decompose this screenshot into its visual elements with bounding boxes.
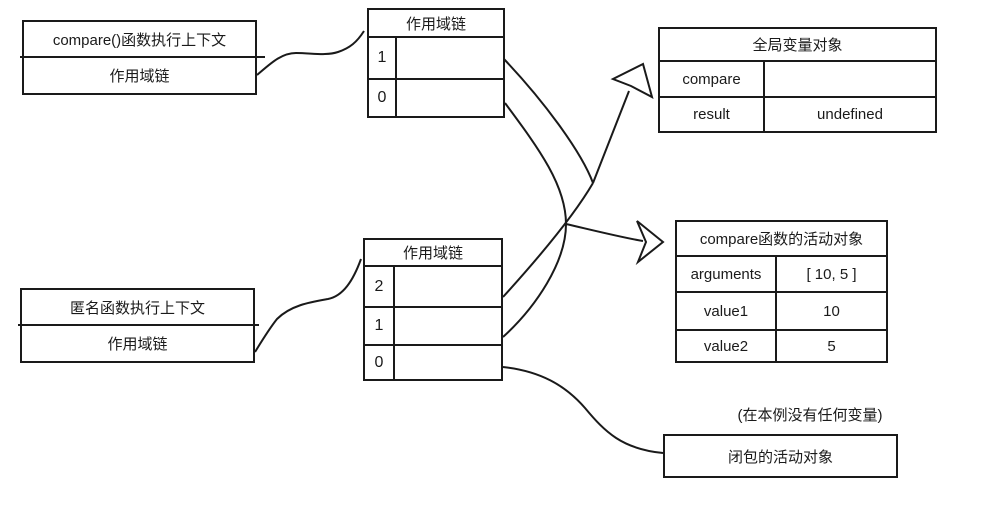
anonymous-context-title: 匿名函数执行上下文 xyxy=(69,300,205,318)
connector-compare-context-to-top-scope-chain xyxy=(256,30,365,76)
compare-activation-row-value1: value1 10 xyxy=(677,293,886,331)
top-scope-slot-0 xyxy=(397,80,503,116)
top-scope-index-1: 1 xyxy=(369,38,397,78)
top-scope-index-0: 0 xyxy=(369,80,397,116)
bottom-scope-chain-title: 作用域链 xyxy=(365,240,501,267)
compare-activation-key-value2: value2 xyxy=(677,331,777,361)
global-object-row-result: result undefined xyxy=(660,98,935,131)
anonymous-context-divider xyxy=(18,324,259,326)
closure-activation-object-box: 闭包的活动对象 xyxy=(663,434,898,478)
compare-activation-row-arguments: arguments [ 10, 5 ] xyxy=(677,257,886,293)
global-object-value-compare xyxy=(765,62,935,96)
bottom-scope-chain-row-2: 2 xyxy=(365,267,501,308)
compare-context-title: compare()函数执行上下文 xyxy=(52,32,227,50)
bottom-scope-chain-row-1: 1 xyxy=(365,308,501,346)
compare-context-scope-chain-label: 作用域链 xyxy=(109,67,170,85)
top-scope-chain-table: 作用域链 1 0 xyxy=(367,8,505,118)
global-object-key-result: result xyxy=(660,98,765,131)
connector-bottom-index2-to-global-object xyxy=(502,182,594,298)
top-scope-chain-row-0: 0 xyxy=(369,80,503,116)
arrowhead-global-object xyxy=(610,62,654,99)
bottom-scope-index-1: 1 xyxy=(365,308,395,344)
global-object-title: 全局变量对象 xyxy=(660,29,935,62)
connector-top-index1-to-global-object xyxy=(502,57,594,184)
anonymous-context-scope-chain-label: 作用域链 xyxy=(107,335,168,353)
top-scope-chain-title: 作用域链 xyxy=(369,10,503,38)
global-object-row-compare: compare xyxy=(660,62,935,98)
connector-bottom-index0-to-closure-activation-object xyxy=(502,366,664,454)
compare-activation-object-table: compare函数的活动对象 arguments [ 10, 5 ] value… xyxy=(675,220,888,363)
bottom-scope-slot-2 xyxy=(395,267,501,306)
compare-activation-key-arguments: arguments xyxy=(677,257,777,291)
arrowhead-compare-activation-object xyxy=(635,220,665,266)
compare-context-divider xyxy=(20,56,265,58)
compare-activation-row-value2: value2 5 xyxy=(677,331,886,361)
connector-top-index0-and-bottom-index1-curve xyxy=(502,102,568,338)
arrow-shaft-to-global-object xyxy=(592,90,630,184)
closure-activation-note: (在本例没有任何变量) xyxy=(737,407,883,424)
bottom-scope-slot-1 xyxy=(395,308,501,344)
top-scope-slot-1 xyxy=(397,38,503,78)
global-object-key-compare: compare xyxy=(660,62,765,96)
connector-anonymous-context-to-bottom-scope-chain xyxy=(254,258,362,353)
top-scope-chain-row-1: 1 xyxy=(369,38,503,80)
compare-activation-value-value1: 10 xyxy=(823,302,840,320)
global-object-table: 全局变量对象 compare result undefined xyxy=(658,27,937,133)
compare-activation-object-title: compare函数的活动对象 xyxy=(677,222,886,257)
compare-activation-value-arguments: [ 10, 5 ] xyxy=(806,265,857,283)
bottom-scope-chain-row-0: 0 xyxy=(365,346,501,379)
bottom-scope-index-0: 0 xyxy=(365,346,395,379)
bottom-scope-slot-0 xyxy=(395,346,501,379)
compare-activation-value-value2: 5 xyxy=(827,337,836,355)
bottom-scope-index-2: 2 xyxy=(365,267,395,306)
compare-activation-key-value1: value1 xyxy=(677,293,777,329)
global-object-value-result: undefined xyxy=(817,106,883,123)
bottom-scope-chain-table: 作用域链 2 1 0 xyxy=(363,238,503,381)
arrow-shaft-to-compare-activation-object xyxy=(565,223,644,242)
